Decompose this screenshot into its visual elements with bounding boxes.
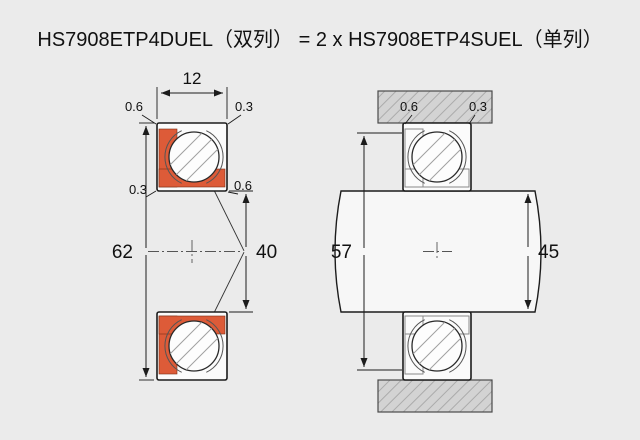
raceway-arc-right — [449, 319, 467, 373]
contact-angle-line-top — [208, 179, 245, 251]
raceway-arc-left — [407, 130, 425, 184]
chamfer-left-label: 0.3 — [129, 182, 147, 197]
raceway-arc-left — [407, 319, 425, 373]
dim-chamfer-right: 0.3 — [468, 99, 487, 125]
chamfer-right-label: 0.3 — [469, 99, 487, 114]
bore-diameter-label: 40 — [256, 242, 277, 263]
dim-outer-diameter-62: 62 — [112, 122, 154, 381]
page-title: HS7908ETP4DUEL（双列） = 2 x HS7908ETP4SUEL（… — [37, 28, 602, 51]
chamfer-left-label: 0.6 — [400, 99, 418, 114]
dim-housing-shoulder-57: 57 — [331, 132, 402, 371]
ball-bottom — [407, 319, 467, 373]
raceway-arc-right — [449, 130, 467, 184]
dim-chamfer-inner: 0.6 — [227, 178, 252, 195]
left-view-bearing-section: 12 0.6 0.3 0.3 0.6 62 — [112, 69, 277, 381]
raceway-arc-left — [164, 319, 182, 373]
dim-chamfer-left: 0.3 — [129, 182, 157, 198]
housing-shoulder-label: 57 — [331, 242, 352, 263]
raceway-arc-right — [206, 130, 224, 184]
dim-shaft-shoulder-45: 45 — [524, 194, 559, 309]
ball-top — [407, 130, 467, 184]
chamfer-top-right-label: 0.3 — [235, 99, 253, 114]
dim-chamfer-top-left: 0.6 — [125, 99, 157, 125]
dim-chamfer-left: 0.6 — [400, 99, 418, 125]
outer-diameter-label: 62 — [112, 242, 133, 263]
shaft-shoulder-label: 45 — [538, 242, 559, 263]
dim-bore-40: 40 — [229, 190, 277, 313]
dim-width-label: 12 — [183, 69, 202, 88]
dim-width-12: 12 — [156, 69, 228, 119]
right-view-mounted-section: 0.6 0.3 57 45 — [331, 90, 559, 413]
housing-block-bottom — [377, 379, 493, 413]
chamfer-inner-label: 0.6 — [234, 178, 252, 193]
chamfer-top-left-label: 0.6 — [125, 99, 143, 114]
raceway-arc-right — [206, 319, 224, 373]
raceway-arc-left — [164, 130, 182, 184]
ball-bottom — [164, 319, 224, 373]
dim-chamfer-top-right: 0.3 — [227, 99, 253, 125]
